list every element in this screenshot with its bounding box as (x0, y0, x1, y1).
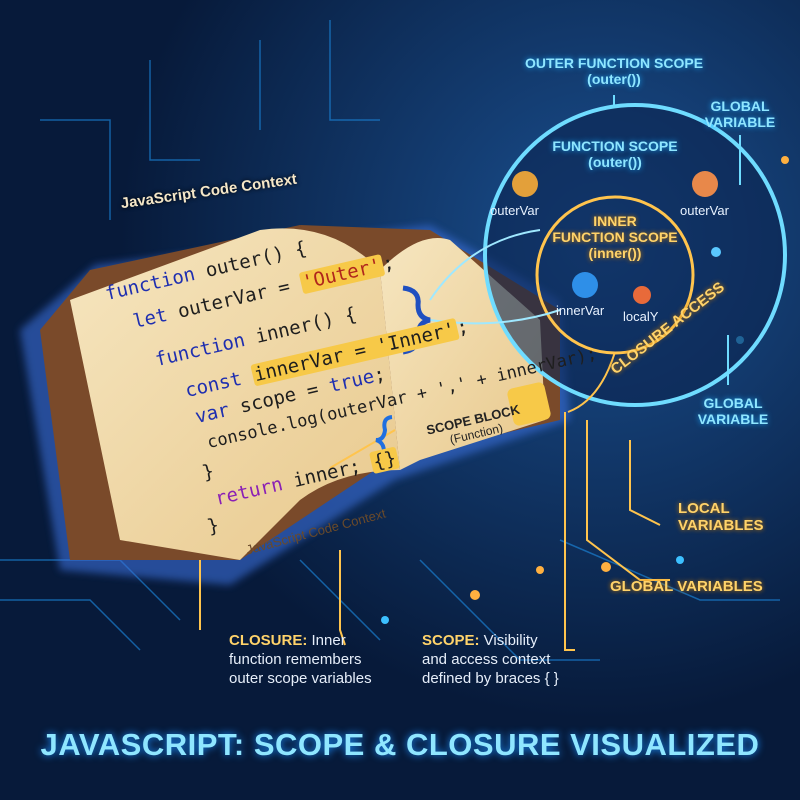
global-variable-line1: GLOBAL (703, 395, 763, 411)
scope-text: and access context (422, 650, 551, 668)
inner-var-label: innerVar (556, 303, 605, 318)
circuit-nodes (470, 156, 789, 600)
variable-orbs (512, 171, 721, 304)
function-scope-title: FUNCTION SCOPE (552, 138, 678, 154)
scope-term: SCOPE: (422, 632, 480, 649)
closure-term: CLOSURE: (229, 632, 308, 649)
closure-note: CLOSURE: Inner function remembers outer … (229, 632, 372, 688)
global-variable-line2: VARIABLE (704, 114, 776, 131)
closure-text: outer scope variables (229, 669, 372, 687)
outer-var-left: outerVar (490, 203, 539, 218)
outer-scope-title: OUTER FUNCTION SCOPE (524, 55, 704, 71)
local-variables-line2: VARIABLES (678, 517, 764, 535)
inner-scope-title: INNER (593, 213, 637, 229)
outer-var-right: outerVar (680, 203, 729, 218)
function-scope-subtitle: (outer()) (588, 154, 642, 171)
scope-text: defined by braces { } (422, 669, 559, 687)
outer-function-scope-label: OUTER FUNCTION SCOPE(outer()) (514, 55, 714, 87)
local-variables-line1: LOCAL (678, 500, 730, 517)
global-variables-label: GLOBAL VARIABLES (610, 578, 763, 595)
closure-text: function remembers (229, 650, 362, 668)
outer-scope-subtitle: (outer()) (587, 71, 641, 88)
callout-lines (199, 412, 670, 651)
book-page-left (70, 228, 400, 561)
closure-text: Inner (307, 632, 346, 649)
global-variable-line1: GLOBAL (710, 98, 770, 114)
page-title: JAVASCRIPT: SCOPE & CLOSURE VISUALIZED (40, 727, 760, 762)
global-variable-line2: VARIABLE (697, 411, 769, 428)
inner-scope-title-2: FUNCTION SCOPE (552, 229, 678, 246)
inner-scope-subtitle: (inner()) (588, 245, 642, 262)
outer-scope-circle (483, 103, 787, 407)
local-var-label: localY (623, 309, 659, 324)
scope-note: SCOPE: Visibility and access context def… (422, 632, 559, 688)
scope-text: Visibility (479, 632, 538, 649)
function-scope-label: FUNCTION SCOPE(outer()) (540, 138, 690, 170)
